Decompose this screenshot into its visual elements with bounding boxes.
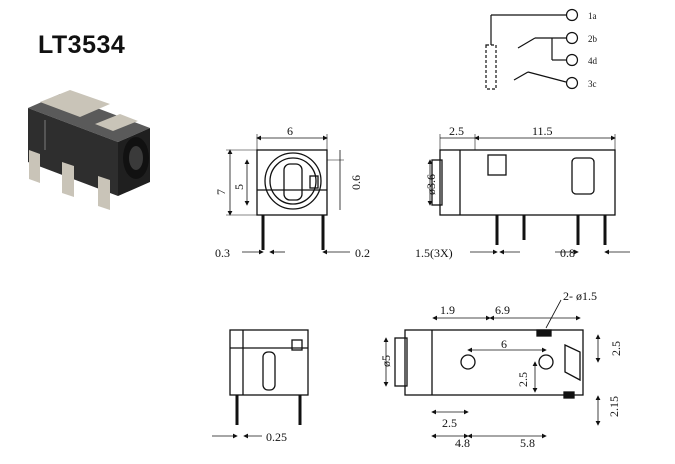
side-view [427,134,630,255]
bottom-dim-1-9: 1.9 [440,303,455,317]
front-inner-dim: 5 [232,184,246,190]
part-number-title: LT3534 [38,31,126,59]
front-pin-right-dim: 0.2 [355,246,370,260]
side-lead-dim: 2.5 [449,124,464,138]
bottom-view [383,299,601,439]
bottom-dim-4-8: 4.8 [455,436,470,450]
bottom-hole-callout: 2- ø1.5 [563,289,597,303]
side-diameter-dim: ø3.6 [424,174,438,195]
side-pitch-dim: 1.5(3X) [415,246,453,260]
pin-label-4d: 4d [588,56,598,66]
front-pin-left-dim: 0.3 [215,246,230,260]
pin-label-3c: 3c [588,79,597,89]
bottom-dim-2-5-right: 2.5 [609,341,623,356]
bottom-dim-5-8: 5.8 [520,436,535,450]
bottom-dim-6-9: 6.9 [495,303,510,317]
end-view [212,329,309,439]
bottom-diameter-dim: ø5 [379,355,393,367]
front-offset-dim: 0.6 [349,175,363,190]
front-view [226,134,350,255]
product-photo [28,90,150,210]
bottom-dim-2-5-low: 2.5 [442,416,457,430]
front-height-dim: 7 [214,189,228,195]
pin-label-1a: 1a [588,11,597,21]
side-length-dim: 11.5 [532,124,553,138]
front-width-dim: 6 [287,124,293,138]
bottom-dim-2-15: 2.15 [607,396,621,417]
side-pin-width-dim: 0.8 [560,246,575,260]
end-pin-gap-dim: 0.25 [266,430,287,444]
pin-label-2b: 2b [588,34,598,44]
pin-schematic [485,8,579,90]
bottom-dim-2-5-mid: 2.5 [516,372,530,387]
bottom-dim-6: 6 [501,337,507,351]
